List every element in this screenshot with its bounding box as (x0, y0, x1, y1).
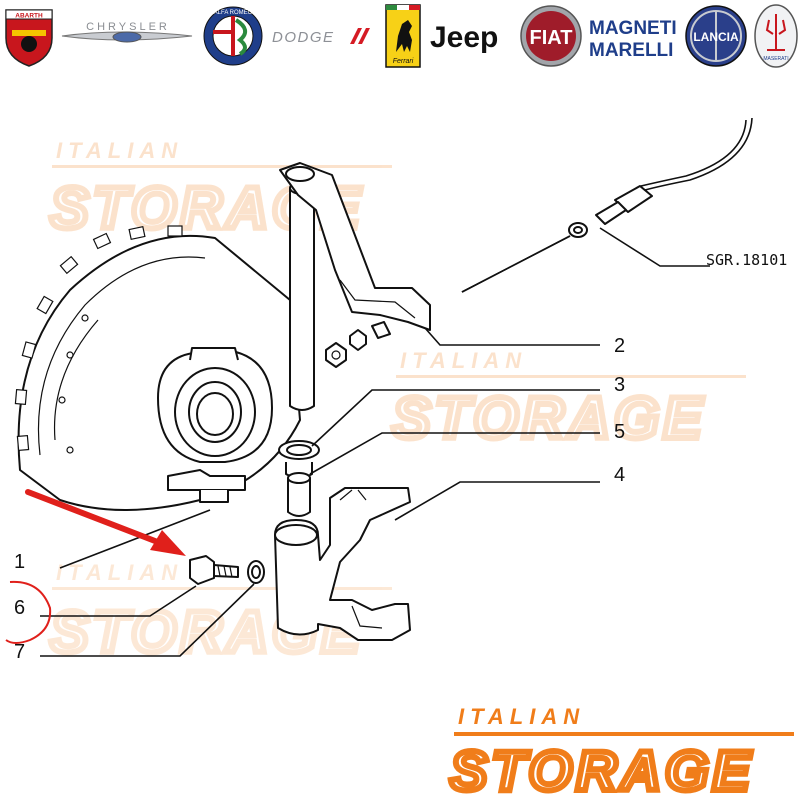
shaft-sleeve (287, 472, 311, 517)
abarth-logo: ABARTH (5, 9, 53, 67)
svg-text:ITALIAN: ITALIAN (56, 560, 183, 585)
magneti-marelli-logo: MAGNETI MARELLI (589, 18, 677, 61)
alfa-romeo-logo: ALFA ROMEO (203, 6, 263, 66)
svg-text:ITALIAN: ITALIAN (458, 704, 585, 729)
release-fork (274, 487, 411, 641)
svg-text:ITALIAN: ITALIAN (400, 348, 527, 373)
brand-logo-bar: ABARTH CHRYSLER ALFA ROMEO DODGE Ferrari… (5, 4, 798, 68)
svg-text:STORAGE: STORAGE (450, 739, 754, 800)
reference-code: SGR.18101 (706, 251, 787, 269)
watermark-middle: ITALIAN STORAGE (389, 348, 746, 454)
callout-5: 5 (614, 421, 625, 443)
chrysler-logo: CHRYSLER (61, 21, 193, 43)
jeep-logo: Jeep (430, 21, 498, 54)
maserati-logo: MASERATI (754, 4, 798, 68)
svg-text:MARELLI: MARELLI (589, 40, 673, 61)
fiat-logo: FIAT (520, 5, 582, 67)
svg-text:MAGNETI: MAGNETI (589, 18, 677, 39)
svg-text:ITALIAN: ITALIAN (56, 138, 183, 163)
callout-6: 6 (14, 597, 25, 619)
callout-1: 1 (14, 551, 25, 573)
svg-text:Ferrari: Ferrari (393, 58, 414, 65)
svg-text:ABARTH: ABARTH (15, 13, 43, 20)
fork-bolt (189, 555, 239, 585)
italian-storage-logo: ITALIAN STORAGE (447, 704, 794, 800)
clutch-cable (461, 117, 753, 293)
callout-2: 2 (614, 335, 625, 357)
callout-7: 7 (14, 641, 25, 663)
svg-text:STORAGE: STORAGE (392, 386, 706, 451)
lever-nuts (325, 321, 391, 368)
release-fork-shaft (289, 181, 315, 411)
release-bearing (157, 347, 273, 503)
lancia-logo: LANCIA (685, 5, 747, 67)
highlight-circle (5, 580, 52, 644)
svg-text:CHRYSLER: CHRYSLER (86, 21, 170, 33)
svg-text:MASERATI: MASERATI (763, 56, 788, 62)
fork-washer (247, 560, 265, 584)
svg-text:DODGE: DODGE (272, 29, 335, 46)
svg-text:ALFA ROMEO: ALFA ROMEO (214, 10, 253, 16)
svg-text:FIAT: FIAT (530, 27, 573, 49)
ferrari-logo: Ferrari (385, 4, 421, 68)
callout-4: 4 (614, 464, 625, 486)
svg-text:Jeep: Jeep (430, 21, 498, 54)
svg-text:LANCIA: LANCIA (693, 30, 739, 44)
release-lever (279, 162, 431, 331)
dodge-logo: DODGE (272, 28, 370, 46)
red-pointer-arrow (25, 489, 186, 556)
leader-lines (40, 227, 710, 657)
callout-3: 3 (614, 374, 625, 396)
